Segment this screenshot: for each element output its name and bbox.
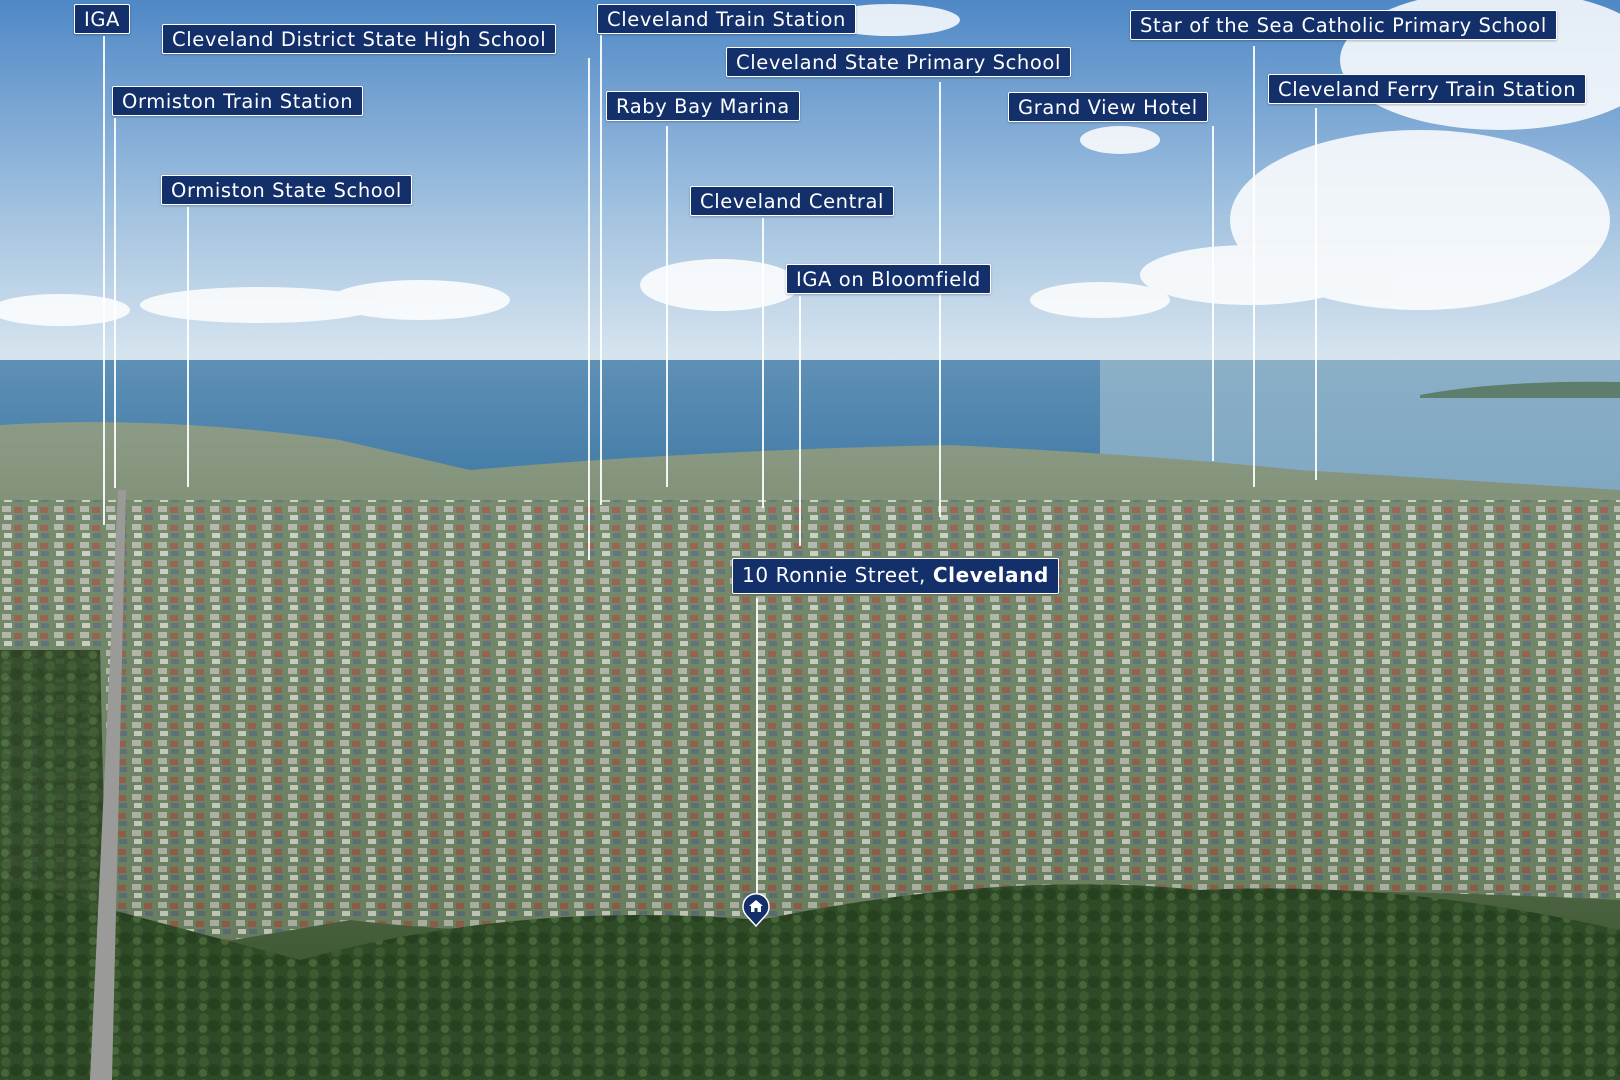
label-star-of-the-sea: Star of the Sea Catholic Primary School — [1130, 10, 1557, 40]
leader-line-cleveland-ferry-train-station — [1315, 108, 1317, 480]
label-iga: IGA — [74, 4, 131, 34]
leader-line-cleveland-district-shs — [588, 58, 590, 560]
leader-line-cleveland-state-primary — [939, 82, 941, 517]
property-address-label: 10 Ronnie Street, Cleveland — [732, 558, 1059, 594]
leader-line-raby-bay-marina — [666, 126, 668, 487]
label-raby-bay-marina: Raby Bay Marina — [606, 91, 800, 121]
label-cleveland-ferry-train-station: Cleveland Ferry Train Station — [1268, 74, 1587, 104]
label-cleveland-central: Cleveland Central — [690, 186, 895, 216]
leader-line-star-of-the-sea — [1253, 46, 1255, 487]
leader-line-grand-view-hotel — [1212, 126, 1214, 461]
leader-line-ormiston-train-station — [114, 118, 116, 488]
leader-line-property — [756, 598, 758, 894]
leader-line-cleveland-central — [762, 218, 764, 508]
label-ormiston-state-school: Ormiston State School — [161, 175, 412, 205]
label-cleveland-train-station: Cleveland Train Station — [597, 4, 856, 34]
leader-line-cleveland-train-station — [600, 35, 602, 505]
label-grand-view-hotel: Grand View Hotel — [1008, 92, 1208, 122]
home-pin-icon — [742, 892, 770, 927]
label-cleveland-district-shs: Cleveland District State High School — [162, 24, 557, 54]
leader-line-ormiston-state-school — [187, 207, 189, 487]
property-street: 10 Ronnie Street, — [742, 563, 933, 587]
label-cleveland-state-primary: Cleveland State Primary School — [726, 47, 1071, 77]
leader-line-iga — [103, 36, 105, 525]
label-iga-on-bloomfield: IGA on Bloomfield — [786, 264, 991, 294]
property-suburb: Cleveland — [932, 563, 1049, 587]
leader-line-iga-on-bloomfield — [799, 296, 801, 546]
label-ormiston-train-station: Ormiston Train Station — [112, 86, 364, 116]
